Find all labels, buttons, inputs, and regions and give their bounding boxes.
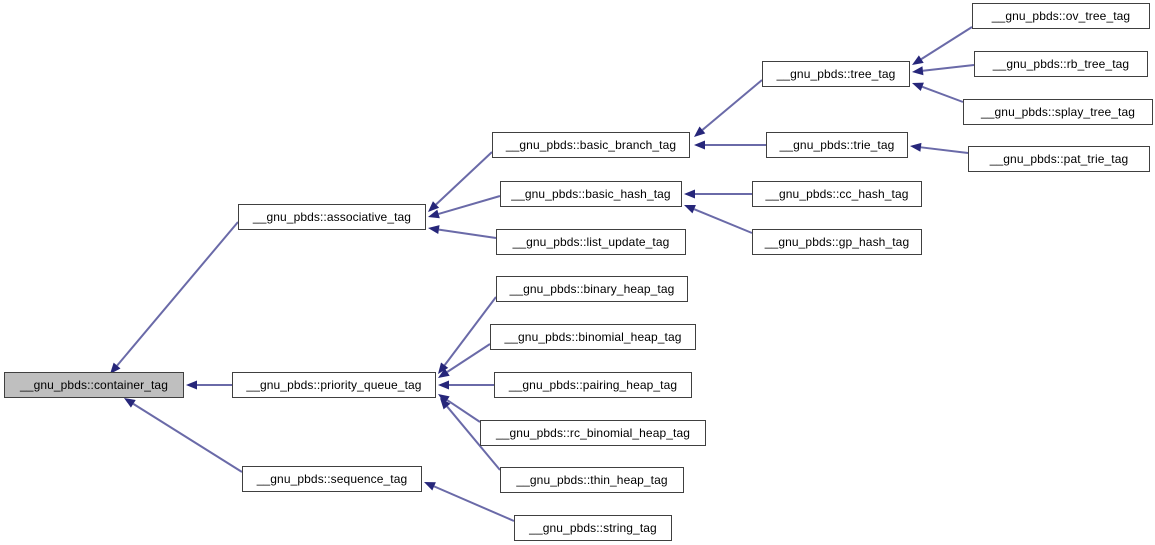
class-node-label: __gnu_pbds::binary_heap_tag [509, 282, 675, 296]
class-node-label: __gnu_pbds::cc_hash_tag [765, 187, 909, 201]
class-node-label: __gnu_pbds::pat_trie_tag [989, 152, 1129, 166]
inheritance-edge [438, 228, 497, 239]
class-node-pat_trie_tag[interactable]: __gnu_pbds::pat_trie_tag [968, 146, 1150, 172]
inheritance-edge [921, 85, 964, 103]
class-node-ov_tree_tag[interactable]: __gnu_pbds::ov_tree_tag [972, 3, 1150, 29]
class-node-label: __gnu_pbds::rc_binomial_heap_tag [495, 426, 691, 440]
class-node-label: __gnu_pbds::thin_heap_tag [516, 473, 668, 487]
inheritance-edge [701, 79, 763, 131]
class-node-label: __gnu_pbds::rb_tree_tag [992, 57, 1130, 71]
inheritance-arrow-head [910, 142, 922, 152]
inheritance-arrow-head [912, 82, 924, 92]
class-node-list_update_tag[interactable]: __gnu_pbds::list_update_tag [496, 229, 686, 255]
inheritance-edge [116, 221, 239, 367]
class-node-binary_heap_tag[interactable]: __gnu_pbds::binary_heap_tag [496, 276, 688, 302]
inheritance-arrow-head [438, 368, 450, 378]
class-node-label: __gnu_pbds::gp_hash_tag [764, 235, 910, 249]
inheritance-arrow-head [694, 140, 705, 150]
inheritance-edge [922, 64, 975, 72]
inheritance-arrow-head [124, 398, 136, 408]
inheritance-arrow-head [684, 189, 695, 199]
class-node-label: __gnu_pbds::trie_tag [779, 138, 895, 152]
class-node-label: __gnu_pbds::binomial_heap_tag [504, 330, 682, 344]
inheritance-arrow-head [438, 380, 449, 390]
class-node-label: __gnu_pbds::container_tag [20, 378, 168, 392]
inheritance-edge [132, 402, 243, 473]
inheritance-edge [443, 296, 497, 366]
inheritance-edge [920, 26, 973, 60]
class-node-basic_hash_tag[interactable]: __gnu_pbds::basic_hash_tag [500, 181, 682, 207]
inheritance-edge [446, 399, 481, 423]
class-node-label: __gnu_pbds::string_tag [529, 521, 657, 535]
inheritance-edge [438, 195, 501, 215]
class-node-rc_binomial_heap_tag[interactable]: __gnu_pbds::rc_binomial_heap_tag [480, 420, 706, 446]
class-node-splay_tree_tag[interactable]: __gnu_pbds::splay_tree_tag [963, 99, 1153, 125]
class-node-tree_tag[interactable]: __gnu_pbds::tree_tag [762, 61, 910, 87]
class-node-sequence_tag[interactable]: __gnu_pbds::sequence_tag [242, 466, 422, 492]
inheritance-arrow-head [694, 126, 706, 137]
class-node-label: __gnu_pbds::splay_tree_tag [980, 105, 1136, 119]
inheritance-edge [693, 208, 753, 234]
inheritance-arrow-head [424, 482, 436, 491]
class-node-priority_queue_tag[interactable]: __gnu_pbds::priority_queue_tag [232, 372, 436, 398]
inheritance-edge [446, 343, 491, 373]
inheritance-arrow-head [186, 380, 197, 390]
class-node-string_tag[interactable]: __gnu_pbds::string_tag [514, 515, 672, 541]
inheritance-arrow-head [438, 362, 449, 374]
class-node-label: __gnu_pbds::priority_queue_tag [246, 378, 422, 392]
class-node-label: __gnu_pbds::basic_hash_tag [511, 187, 671, 201]
inheritance-arrow-head [428, 209, 440, 219]
inheritance-edge [920, 146, 969, 154]
inheritance-arrow-head [912, 55, 924, 65]
class-node-binomial_heap_tag[interactable]: __gnu_pbds::binomial_heap_tag [490, 324, 696, 350]
class-node-label: __gnu_pbds::associative_tag [252, 210, 412, 224]
class-node-container_tag[interactable]: __gnu_pbds::container_tag [4, 372, 184, 398]
class-node-label: __gnu_pbds::ov_tree_tag [991, 9, 1131, 23]
class-node-label: __gnu_pbds::basic_branch_tag [505, 138, 677, 152]
class-node-label: __gnu_pbds::list_update_tag [512, 235, 670, 249]
class-node-rb_tree_tag[interactable]: __gnu_pbds::rb_tree_tag [974, 51, 1148, 77]
inheritance-arrow-head [684, 205, 696, 214]
class-node-label: __gnu_pbds::pairing_heap_tag [508, 378, 678, 392]
class-node-pairing_heap_tag[interactable]: __gnu_pbds::pairing_heap_tag [494, 372, 692, 398]
class-node-associative_tag[interactable]: __gnu_pbds::associative_tag [238, 204, 426, 230]
class-node-basic_branch_tag[interactable]: __gnu_pbds::basic_branch_tag [492, 132, 690, 158]
inheritance-edge [435, 151, 493, 206]
class-node-label: __gnu_pbds::tree_tag [776, 67, 896, 81]
class-node-gp_hash_tag[interactable]: __gnu_pbds::gp_hash_tag [752, 229, 922, 255]
inheritance-arrow-head [912, 66, 924, 76]
class-node-trie_tag[interactable]: __gnu_pbds::trie_tag [766, 132, 908, 158]
inheritance-arrow-head [438, 394, 450, 404]
class-node-thin_heap_tag[interactable]: __gnu_pbds::thin_heap_tag [500, 467, 684, 493]
inheritance-arrow-head [428, 201, 440, 212]
class-node-cc_hash_tag[interactable]: __gnu_pbds::cc_hash_tag [752, 181, 922, 207]
inheritance-arrow-head [440, 398, 451, 410]
class-node-label: __gnu_pbds::sequence_tag [256, 472, 408, 486]
inheritance-arrow-head [428, 225, 440, 235]
